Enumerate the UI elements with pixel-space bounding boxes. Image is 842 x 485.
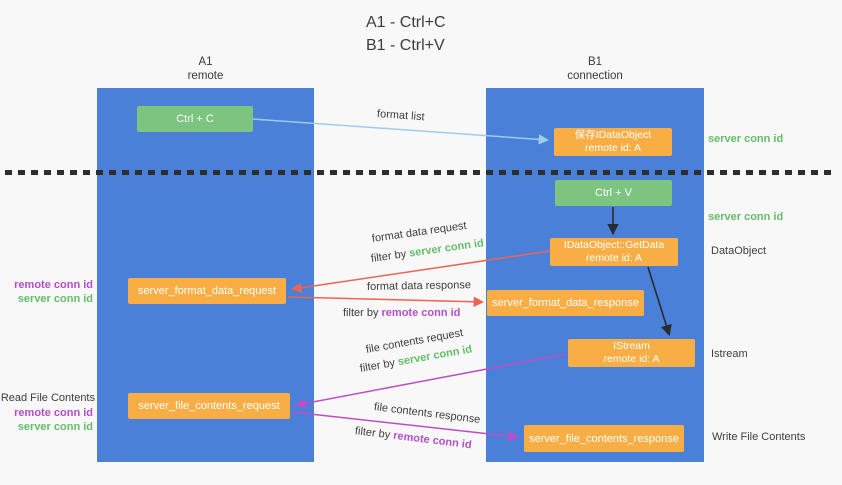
box-save-idataobject: 保存IDataObject remote id: A — [554, 128, 672, 156]
box-server-file-contents-request: server_file_contents_request — [128, 393, 290, 419]
remote-conn-id-text: remote conn id — [381, 307, 461, 319]
label-dataobject: DataObject — [711, 245, 767, 257]
box-server-file-contents-response: server_file_contents_response — [524, 425, 684, 452]
arrow-format-list — [252, 118, 550, 145]
label-write-file-contents: Write File Contents — [712, 431, 806, 443]
label-format-data-response: format data response — [366, 279, 472, 293]
box-save-idataobject-sub: remote id: A — [584, 142, 642, 154]
filter-by-text: filter by — [343, 307, 379, 319]
lane-a1-header: A1 remote — [97, 55, 314, 83]
diagram-title: A1 - Ctrl+C B1 - Ctrl+V — [366, 11, 446, 57]
label-server-conn-id-right-1: server conn id — [708, 133, 784, 145]
arrow-getdata-to-istream — [647, 266, 672, 337]
box-ctrl-v: Ctrl + V — [555, 180, 672, 206]
box-format-request-label: server_format_data_request — [137, 285, 277, 297]
title-line-a1: A1 - Ctrl+C — [366, 14, 446, 31]
box-file-request-label: server_file_contents_request — [138, 400, 280, 412]
label-istream-side: Istream — [711, 348, 748, 360]
box-istream-title: IStream — [613, 340, 650, 352]
box-istream: IStream remote id: A — [568, 339, 695, 367]
arrow-format-data-response — [287, 296, 485, 308]
label-conn-ids-left-1: remote conn id server conn id — [0, 278, 93, 306]
server-conn-id-text: server conn id — [17, 421, 93, 433]
box-format-response-label: server_format_data_response — [492, 297, 639, 309]
box-ctrl-v-label: Ctrl + V — [595, 187, 632, 199]
box-server-format-data-request: server_format_data_request — [128, 278, 286, 304]
box-save-idataobject-title: 保存IDataObject — [574, 129, 652, 141]
label-read-file-contents: Read File Contents — [0, 391, 95, 405]
box-file-response-label: server_file_contents_response — [529, 432, 679, 445]
box-server-format-data-response: server_format_data_response — [487, 290, 644, 316]
box-getdata-title: IDataObject::GetData — [563, 239, 665, 251]
server-conn-id-text: server conn id — [17, 293, 93, 305]
remote-conn-id-text: remote conn id — [14, 279, 93, 291]
label-conn-ids-left-2: remote conn id server conn id — [0, 406, 93, 434]
box-ctrl-c-label: Ctrl + C — [176, 113, 214, 125]
remote-conn-id-text: remote conn id — [14, 407, 93, 419]
lane-b1-header: B1 connection — [486, 55, 704, 83]
label-filter-by-remote-1: filter by remote conn id — [343, 307, 460, 319]
box-ctrl-c: Ctrl + C — [137, 106, 253, 132]
box-idataobject-getdata: IDataObject::GetData remote id: A — [550, 238, 678, 266]
lane-a1-name: A1 — [198, 56, 213, 68]
lane-b1-name: B1 — [587, 56, 603, 68]
lane-b1-role: connection — [567, 70, 623, 82]
title-line-b1: B1 - Ctrl+V — [366, 37, 445, 54]
arrow-file-contents-request — [294, 353, 567, 409]
lane-a1-role: remote — [187, 70, 224, 82]
box-istream-sub: remote id: A — [603, 353, 660, 365]
box-getdata-sub: remote id: A — [585, 252, 643, 264]
label-server-conn-id-right-2: server conn id — [708, 211, 784, 223]
read-file-contents-text: Read File Contents — [0, 392, 95, 404]
arrow-format-data-request — [290, 250, 551, 293]
arrow-file-contents-response — [291, 411, 520, 442]
dotted-separator — [5, 170, 837, 175]
